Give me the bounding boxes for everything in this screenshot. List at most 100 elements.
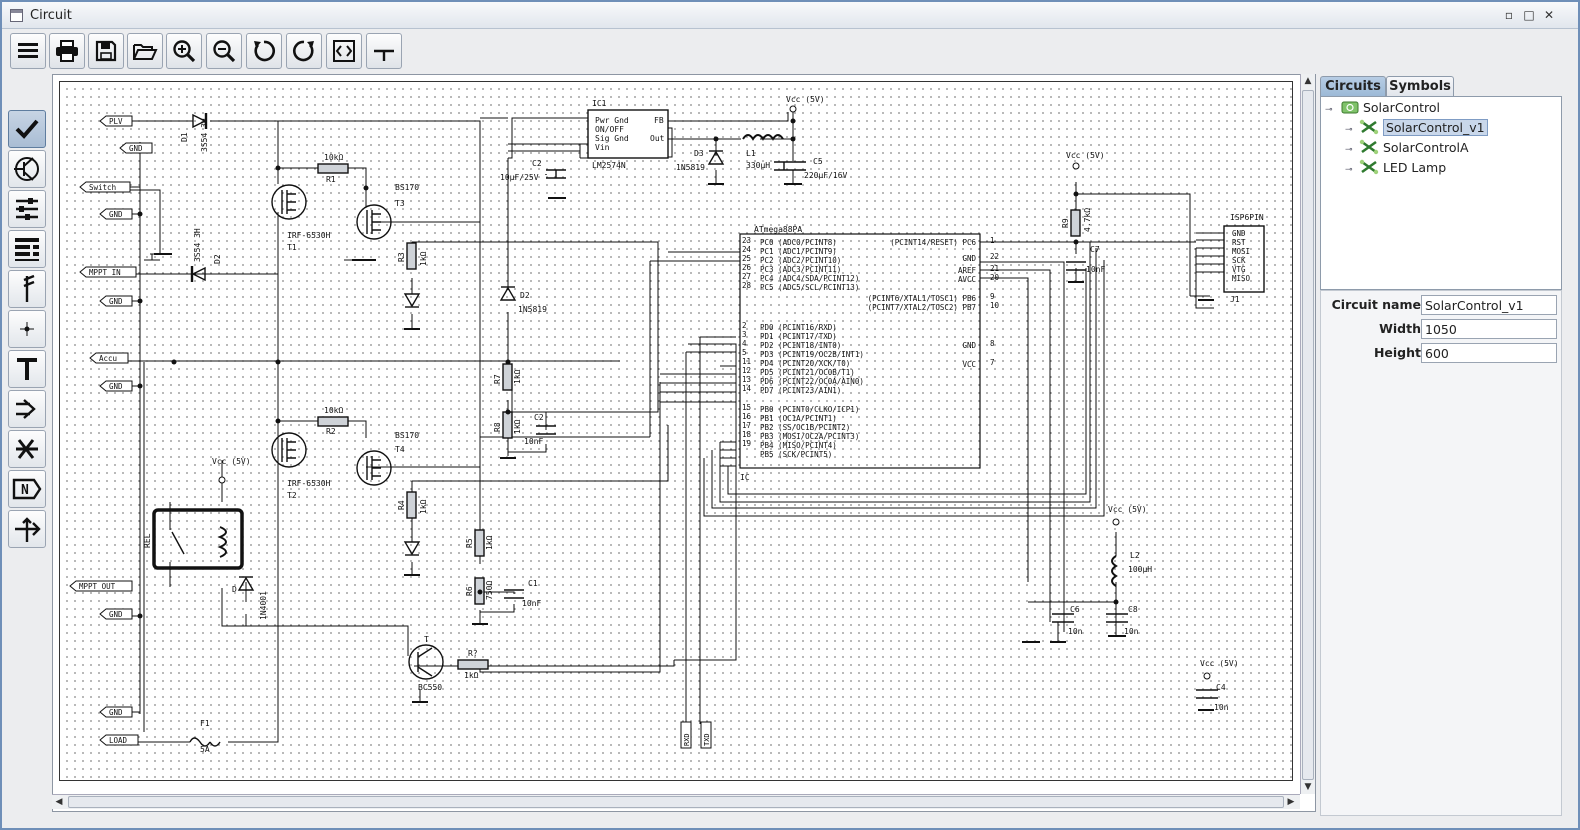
zoom-in-button[interactable] (166, 33, 202, 69)
move-tool-icon (15, 517, 41, 542)
t2-value: IRF-6530H (287, 479, 331, 488)
f1-ref: F1 (200, 719, 210, 728)
vertical-scrollbar[interactable]: ▲ ▼ (1300, 74, 1315, 794)
t2-ref: T2 (287, 491, 297, 500)
mcu-pin-number: 26 (742, 263, 752, 272)
text-tool[interactable] (8, 350, 46, 388)
maximize-icon[interactable]: □ (1523, 8, 1535, 22)
mcu-pin-number: 3 (742, 330, 747, 339)
mcu-pin-number: 16 (742, 412, 752, 421)
mcu-pin-name: PC3 (ADC3/PCINT11) (760, 265, 841, 274)
mcu-pin-name: PD7 (PCINT23/AIN1) (760, 386, 841, 395)
select-tool[interactable] (8, 110, 46, 148)
mcu-pin-number: 15 (742, 403, 751, 412)
ic1-pin-label: Vin (595, 143, 610, 152)
port-label: Accu (99, 354, 117, 363)
c8-ref: C8 (1128, 605, 1138, 614)
scroll-down-icon[interactable]: ▼ (1304, 782, 1312, 792)
redo-button[interactable] (286, 33, 322, 69)
vcc-label: Vcc (5V) (1200, 659, 1239, 668)
scroll-up-icon[interactable]: ▲ (1304, 76, 1312, 86)
r8-ref: R8 (493, 422, 502, 432)
width-field[interactable]: 1050 (1421, 319, 1557, 339)
c7-ref: C7 (1090, 245, 1100, 254)
isp-ref: J1 (1230, 295, 1240, 304)
menu-button[interactable] (10, 33, 46, 69)
adjust-tool[interactable] (8, 190, 46, 228)
mcu-pin-name: AREF (958, 266, 977, 275)
tree-item-led-lamp[interactable]: ⊸ LED Lamp (1345, 159, 1447, 175)
delete-tool[interactable] (8, 430, 46, 468)
d3-ref: D3 (694, 149, 704, 158)
mcu-pin-number: 21 (990, 264, 999, 273)
r5-value: 1kΩ (485, 535, 494, 550)
ic1-pin-label: Sig Gnd (595, 134, 629, 143)
undo-button[interactable] (246, 33, 282, 69)
adjust-tool-icon (16, 198, 38, 220)
text-tool-icon (17, 358, 37, 380)
r9-ref: R9 (1061, 218, 1070, 228)
horizontal-scrollbar[interactable]: ◀ ▶ (52, 794, 1300, 809)
f1-value: 5A (200, 745, 210, 754)
svg-text:N: N (21, 483, 29, 498)
zoom-out-button[interactable] (206, 33, 242, 69)
tree-root[interactable]: ⊸ SolarControl (1325, 99, 1440, 117)
print-button[interactable] (49, 33, 85, 69)
port-label: MPPT IN (89, 268, 121, 277)
tab-circuits[interactable]: Circuits (1320, 76, 1386, 97)
component-tool[interactable] (8, 150, 46, 188)
vcc-label: Vcc (5V) (1108, 505, 1147, 514)
mcu-pin-number: 5 (742, 348, 747, 357)
junction-tool[interactable] (8, 310, 46, 348)
mcu-name: ATmega88PA (754, 225, 802, 234)
c7-value: 10nF (1086, 265, 1105, 274)
c3-ref: C2 (534, 413, 544, 422)
properties-panel: Circuit name SolarControl_v1 Width 1050 … (1320, 290, 1562, 816)
scroll-right-icon[interactable]: ▶ (1287, 797, 1295, 807)
mcu-pin-name: PD1 (PCINT17/TXD) (760, 332, 837, 341)
wire-tool[interactable] (8, 270, 46, 308)
r1-value: 10kΩ (324, 153, 343, 162)
scroll-left-icon[interactable]: ◀ (55, 797, 63, 807)
r4-ref: R4 (397, 500, 406, 510)
tab-symbols[interactable]: Symbols (1386, 76, 1454, 97)
d1-value: 3S54 3H (200, 118, 209, 152)
bus-tool[interactable] (8, 230, 46, 268)
netlabel-tool[interactable]: N (8, 470, 46, 508)
relay-ref: REL (143, 533, 152, 548)
port-flag (99, 295, 133, 307)
close-icon[interactable]: ✕ (1543, 8, 1555, 22)
tree-item-solarcontrol-v1[interactable]: ⊸ SolarControl_v1 (1345, 119, 1488, 137)
save-button[interactable] (88, 33, 124, 69)
t1-ref: T1 (287, 243, 297, 252)
port-label: LOAD (109, 736, 128, 745)
port-label: GND (109, 297, 123, 306)
fit-button[interactable] (326, 33, 362, 69)
c2-ref: C2 (532, 159, 542, 168)
restore-icon[interactable]: ▫ (1504, 8, 1514, 22)
port-flag (89, 352, 129, 364)
expand-icon[interactable]: ⊸ (1325, 105, 1333, 115)
horizontal-scroll-thumb[interactable] (68, 796, 1284, 808)
signal-tool[interactable] (8, 390, 46, 428)
height-field[interactable]: 600 (1421, 343, 1557, 363)
vcc-label: Vcc (5V) (212, 457, 251, 466)
crosshair-button[interactable] (366, 33, 402, 69)
tree-item-solarcontrola[interactable]: ⊸ SolarControlA (1345, 139, 1469, 155)
open-button[interactable] (127, 33, 163, 69)
mcu-pin-name: PD0 (PCINT16/RXD) (760, 323, 837, 332)
circuit-name-field[interactable]: SolarControl_v1 (1421, 295, 1557, 315)
r7-value: 1kΩ (513, 369, 522, 384)
t3-value: BS170 (395, 183, 419, 192)
dz-ref: D2 (520, 291, 530, 300)
c6-value: 10n (1068, 627, 1083, 636)
mcu-pin-name: PC0 (ADC0/PCINT8) (760, 238, 837, 247)
l1-ref: L1 (746, 149, 756, 158)
move-tool[interactable] (8, 510, 46, 548)
r4-value: 1kΩ (419, 499, 428, 514)
vertical-scroll-thumb[interactable] (1302, 90, 1314, 780)
c3-value: 10nF (524, 437, 543, 446)
